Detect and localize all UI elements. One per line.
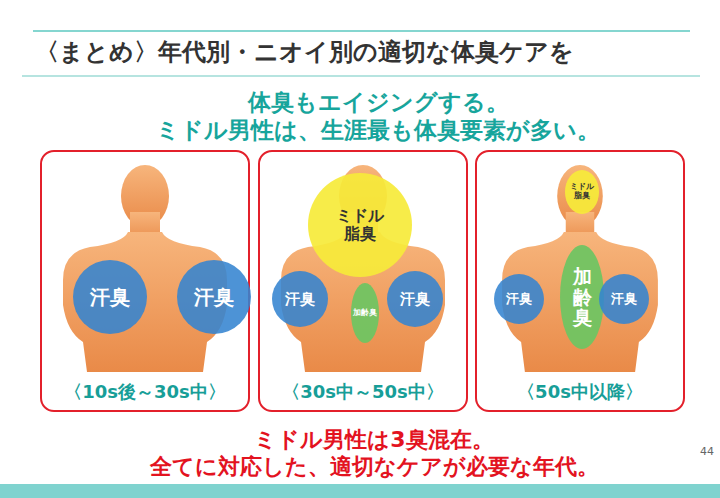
conclusion: ミドル男性は3臭混在。	[254, 427, 493, 452]
age-range-label: 〈10s後～30s中〉	[42, 380, 248, 404]
age-range-label: 〈50s中以降〉	[477, 380, 683, 404]
page-number-block: 44	[680, 445, 714, 458]
odor-label: 汗臭	[194, 286, 234, 308]
sweat-odor-circle: 汗臭	[73, 260, 147, 334]
odor-label: 汗臭	[506, 292, 532, 306]
footer-bar	[0, 484, 720, 498]
body-figure	[502, 165, 658, 372]
aging-odor-oval: 加齢臭	[351, 283, 379, 343]
age-panel: 〈30s中～50s中〉 ミドル 脂臭汗臭加齢臭 汗臭	[258, 150, 468, 412]
age-range-label: 〈30s中～50s中〉	[260, 380, 466, 404]
odor-label: 加齢臭	[353, 309, 377, 318]
odor-label: 汗臭	[611, 292, 637, 306]
subtitle-block: ミドル男性は、生涯最も体臭要素が多い。	[18, 117, 720, 145]
sweat-odor-circle: 汗臭	[177, 260, 251, 334]
age-panel: 〈10s後～30s中〉 汗臭 汗臭	[40, 150, 250, 412]
odor-label: ミドル 脂臭	[569, 183, 595, 201]
sweat-odor-circle: 汗臭	[387, 271, 443, 327]
conclusion-block: ミドル男性は3臭混在。	[14, 427, 720, 453]
odor-label: 汗臭	[90, 286, 130, 308]
odor-label: ミドル 脂臭	[334, 207, 387, 242]
middle-fat-odor-oval: ミドル 脂臭	[565, 170, 599, 214]
rule-line	[22, 75, 700, 77]
odor-label: 汗臭	[285, 291, 315, 308]
slide-title: 〈まとめ〉年代別・ニオイ別の適切な体臭ケアを	[35, 38, 574, 66]
aging-odor-oval: 加齢臭	[560, 245, 604, 349]
odor-label: 汗臭	[400, 291, 430, 308]
subtitle-block: 体臭もエイジングする。	[18, 89, 720, 117]
rule-line	[33, 30, 690, 32]
body-figure	[281, 165, 445, 372]
sweat-odor-circle: 汗臭	[272, 271, 328, 327]
subtitle: 体臭もエイジングする。	[248, 89, 509, 115]
subtitle: ミドル男性は、生涯最も体臭要素が多い。	[156, 117, 600, 143]
page-number: 44	[700, 445, 714, 458]
title-block: 〈まとめ〉年代別・ニオイ別の適切な体臭ケアを	[35, 38, 574, 67]
sweat-odor-circle: 汗臭	[599, 274, 649, 324]
age-panel: 〈50s中以降〉 ミドル 脂臭汗臭 加齢臭 汗臭	[475, 150, 685, 412]
odor-label: 加齢臭	[573, 266, 592, 329]
conclusion-block: 全てに対応した、適切なケアが必要な年代。	[14, 454, 720, 480]
sweat-odor-circle: 汗臭	[494, 274, 544, 324]
middle-fat-odor-circle: ミドル 脂臭	[308, 173, 412, 277]
conclusion: 全てに対応した、適切なケアが必要な年代。	[150, 454, 599, 479]
